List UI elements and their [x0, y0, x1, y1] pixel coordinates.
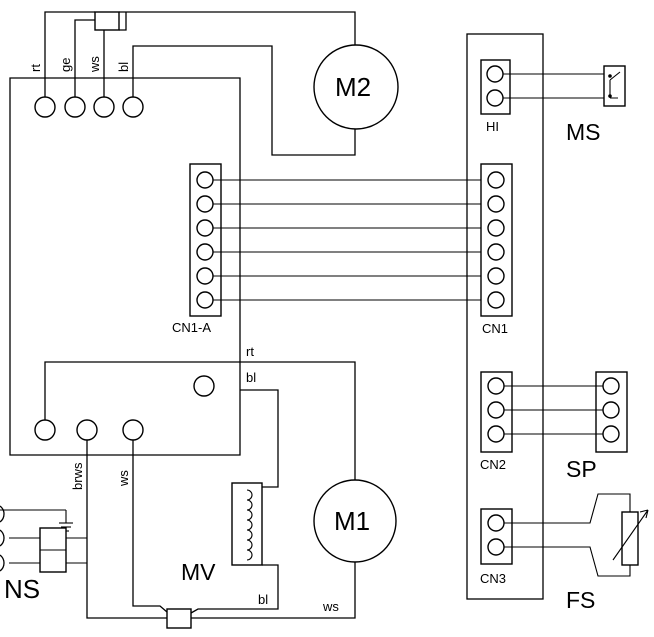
wire-bl-top: [132, 45, 356, 156]
lower-sub-outline: [44, 361, 356, 480]
connector-ns-label: NS: [4, 574, 40, 604]
cn3-terminal-2: [487, 538, 505, 556]
wire-m1-ws-bottom: [191, 562, 356, 619]
terminal-ws-top: [93, 96, 115, 118]
cn2-terminal-3: [487, 425, 505, 443]
wire-label-ws-m1: ws: [322, 599, 339, 614]
thermistor-fs: [621, 511, 639, 566]
connector-cn1: [480, 163, 513, 317]
connector-cn1a-label: CN1-A: [172, 320, 211, 335]
cn1-terminals: [487, 171, 505, 309]
motor-m2-label: M2: [335, 72, 371, 102]
cn3-terminal-1: [487, 514, 505, 532]
wire-m2-top: [119, 11, 356, 47]
hi-terminal-1: [486, 65, 504, 83]
wire-label-ws-top: ws: [87, 56, 102, 73]
wire-bl-mid: [240, 389, 279, 488]
wire-label-ws-lower: ws: [116, 470, 131, 487]
wire-fs-bottom: [504, 546, 631, 577]
wire-fs-top: [504, 493, 631, 524]
terminal-rt-top: [34, 96, 56, 118]
connector-cn3-label: CN3: [480, 571, 506, 586]
connector-cn1a: [189, 163, 222, 317]
left-housing-outline: [9, 77, 241, 456]
terminal-brws: [76, 419, 98, 441]
valve-mv: [231, 482, 263, 566]
switch-ms-label: MS: [566, 119, 601, 145]
control-board: [466, 33, 544, 600]
motor-m2: [313, 44, 399, 130]
wire-ws-bottom: [132, 440, 168, 613]
connector-cn2-label: CN2: [480, 457, 506, 472]
terminal-ge-top: [64, 96, 86, 118]
component-sp-label: SP: [566, 456, 597, 482]
wire-label-bl-mv: bl: [258, 592, 268, 607]
component-fs-label: FS: [566, 587, 595, 613]
wire-label-rt-mid: rt: [246, 344, 254, 359]
wire-ge-top: [74, 19, 95, 100]
connector-hi-label: HI: [486, 119, 499, 134]
wire-label-rt-top: rt: [28, 64, 43, 72]
ns-socket-top: [0, 505, 5, 523]
thermistor-fs-arrow: [612, 509, 649, 561]
sp-terminal-2: [602, 401, 620, 419]
bus-wires: [213, 179, 487, 301]
ns-ground-symbol: [0, 509, 73, 532]
top-connector: [94, 11, 120, 31]
wire-m2-ws: [119, 12, 127, 31]
switch-ms: [603, 65, 626, 107]
sp-terminal-1: [602, 377, 620, 395]
bottom-connector: [166, 608, 192, 629]
cn2-sp-wires: [504, 385, 603, 435]
terminal-rt-lower: [34, 419, 56, 441]
wire-label-bl-top: bl: [116, 62, 131, 72]
hi-terminal-2: [486, 89, 504, 107]
wire-label-brws: brws: [70, 462, 85, 490]
terminal-ws-lower: [122, 419, 144, 441]
valve-mv-label: MV: [181, 559, 216, 585]
wire-brws-bottom: [86, 440, 167, 619]
terminal-bl-mid: [193, 375, 215, 397]
wire-label-bl-mid: bl: [246, 370, 256, 385]
wire-label-ge-top: ge: [58, 58, 73, 72]
valve-mv-coil: [246, 489, 253, 561]
ns-socket-bottom: [0, 554, 5, 572]
cn2-terminal-1: [487, 377, 505, 395]
wire-rt-top: [44, 11, 95, 100]
cn2-terminal-2: [487, 401, 505, 419]
wire-mv-bl-bottom: [190, 564, 279, 614]
ns-wire-out: [66, 537, 87, 564]
connector-cn1-label: CN1: [482, 321, 508, 336]
motor-m1-label: M1: [334, 506, 370, 536]
sp-terminal-3: [602, 425, 620, 443]
terminal-bl-top: [122, 96, 144, 118]
ns-socket-mid: [0, 529, 5, 547]
